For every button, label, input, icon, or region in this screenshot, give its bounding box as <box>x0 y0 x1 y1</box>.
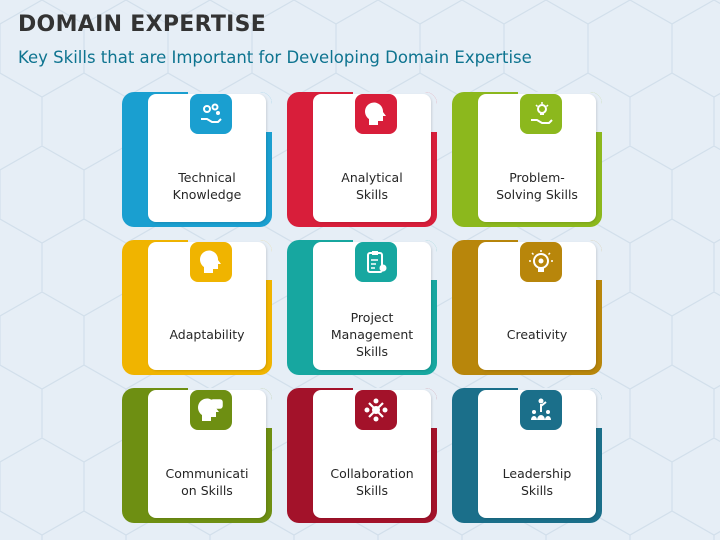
skill-card: Collaboration Skills <box>287 388 437 523</box>
skill-label: Analytical Skills <box>341 170 403 202</box>
hand-lightbulb-icon <box>531 102 553 124</box>
skill-card: Communicati on Skills <box>122 388 272 523</box>
clipboard-gear-icon <box>367 251 387 273</box>
skill-card: Analytical Skills <box>287 92 437 227</box>
icon-box <box>520 94 562 134</box>
hand-gears-icon <box>201 103 222 123</box>
skill-label: Collaboration Skills <box>330 466 414 498</box>
icon-box <box>520 242 562 282</box>
skill-label: Adaptability <box>169 326 245 342</box>
icon-box <box>520 390 562 430</box>
head-gears-icon <box>200 250 221 273</box>
skill-label: Project Management Skills <box>330 309 414 359</box>
skill-label: Creativity <box>506 326 568 342</box>
skill-label: Communicati on Skills <box>165 466 249 498</box>
lightbulb-gear-icon <box>529 250 553 272</box>
page-title: DOMAIN EXPERTISE <box>18 12 267 37</box>
icon-box <box>355 242 397 282</box>
head-chart-icon <box>365 102 386 125</box>
head-speech-icon <box>198 398 223 421</box>
icon-box <box>355 390 397 430</box>
icon-box <box>190 242 232 282</box>
page-subtitle: Key Skills that are Important for Develo… <box>18 48 532 67</box>
icon-box <box>190 94 232 134</box>
skill-card: Leadership Skills <box>452 388 602 523</box>
icon-box <box>190 390 232 430</box>
skill-card: Problem- Solving Skills <box>452 92 602 227</box>
skill-card: Technical Knowledge <box>122 92 272 227</box>
skill-card: Creativity <box>452 240 602 375</box>
icon-box <box>355 94 397 134</box>
skill-card: Adaptability <box>122 240 272 375</box>
skill-label: Problem- Solving Skills <box>496 170 578 202</box>
skill-label: Technical Knowledge <box>172 170 242 202</box>
people-circle-icon <box>364 398 388 422</box>
leader-team-icon <box>531 398 551 420</box>
skill-card: Project Management Skills <box>287 240 437 375</box>
skill-label: Leadership Skills <box>502 466 572 498</box>
